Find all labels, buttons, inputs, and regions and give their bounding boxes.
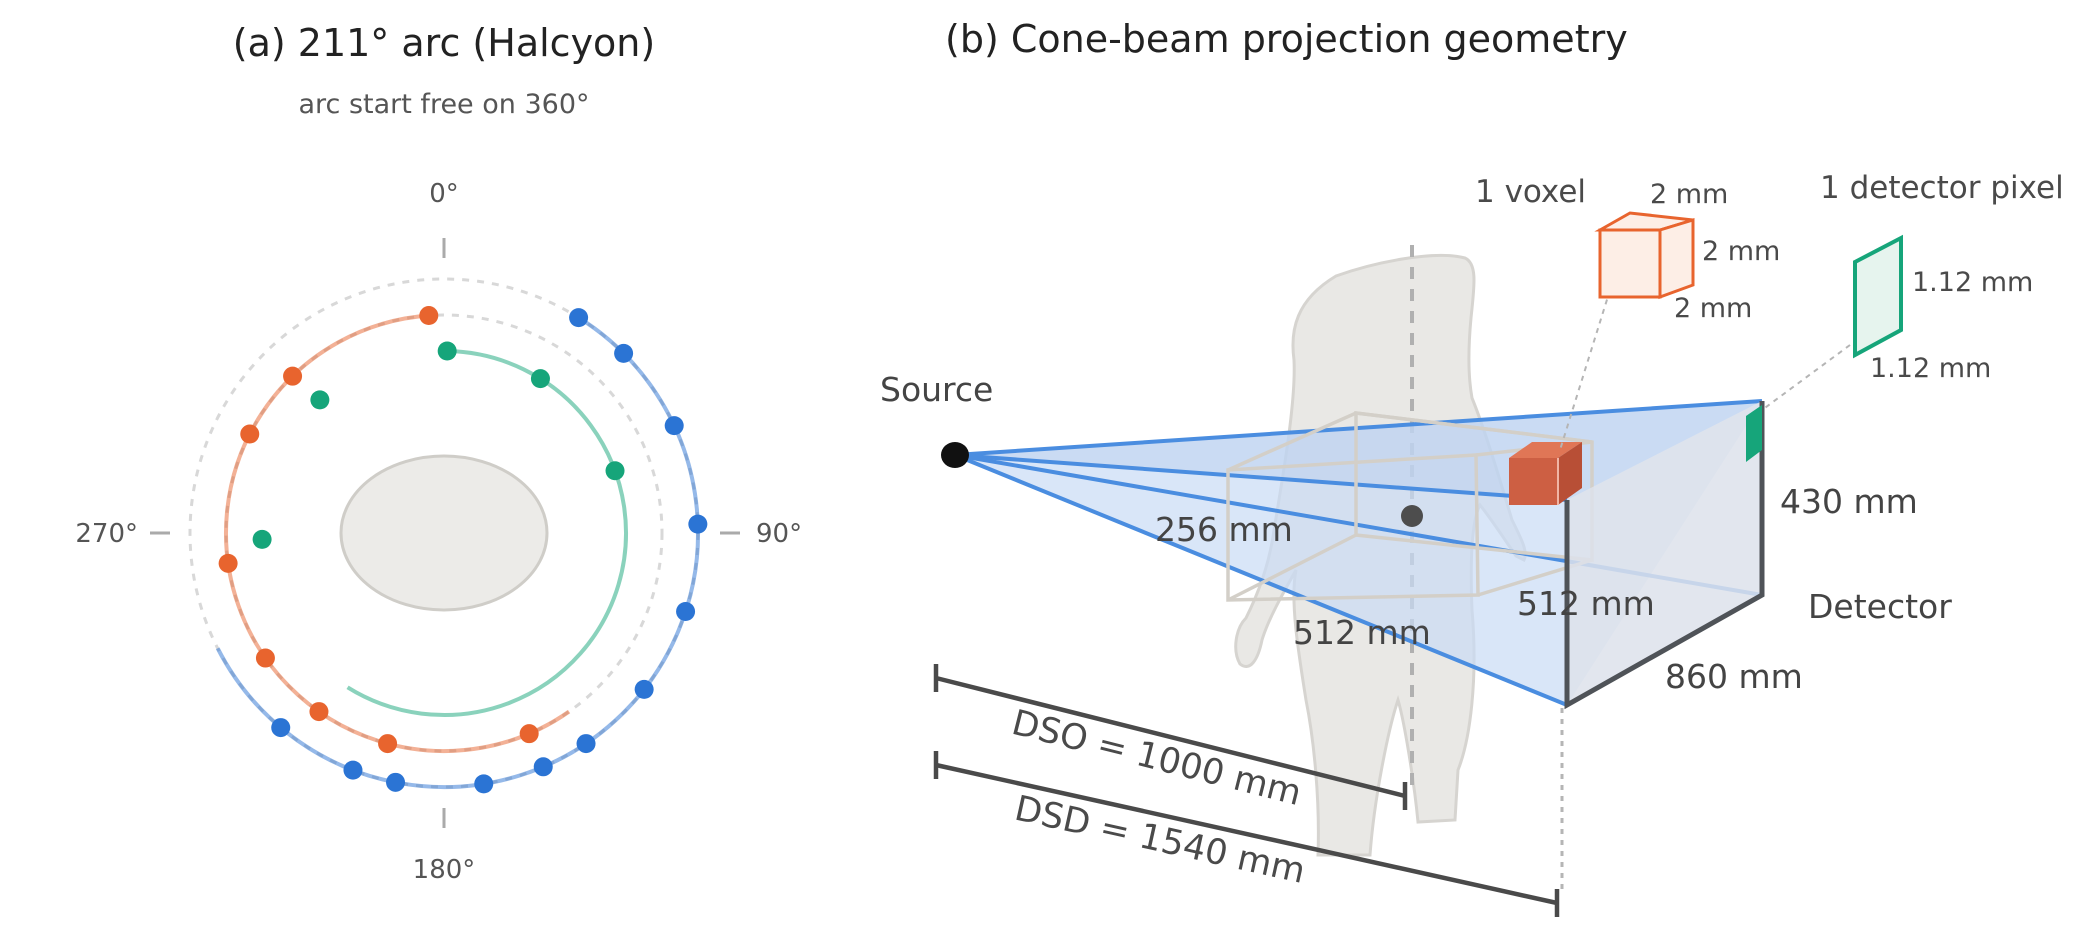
- orange-gantry-point: [419, 306, 439, 326]
- voxel-dim-height: 2 mm: [1702, 236, 1780, 267]
- voxel-cube-side: [1558, 442, 1582, 505]
- panel-b-title: (b) Cone-beam projection geometry: [945, 17, 1628, 61]
- blue-gantry-point: [676, 601, 696, 621]
- angle-label-90: 90°: [756, 519, 802, 549]
- dso-line: [935, 675, 1406, 799]
- blue-gantry-point: [664, 416, 684, 436]
- panel-a: (a) 211° arc (Halcyon) arc start free on…: [75, 21, 802, 885]
- voxel-dim-width: 2 mm: [1674, 293, 1752, 324]
- beam-ray-bottom: [954, 453, 1568, 707]
- pixel-dim-width: 1.12 mm: [1870, 353, 1991, 384]
- orange-trajectory-arc: [224, 313, 571, 753]
- blue-gantry-point: [688, 514, 708, 534]
- angle-label-180: 180°: [413, 855, 476, 885]
- beam-ray-top: [954, 399, 1763, 457]
- blue-gantry-point: [576, 734, 596, 754]
- green-gantry-point: [437, 341, 457, 361]
- dsd-dimension-bar: [933, 751, 1560, 917]
- detector-dim-height: 430 mm: [1780, 482, 1918, 521]
- blue-gantry-point: [569, 308, 589, 328]
- trajectory-arcs: [215, 306, 708, 794]
- panel-a-title: (a) 211° arc (Halcyon): [233, 21, 655, 65]
- panel-a-subtitle: arc start free on 360°: [298, 89, 589, 120]
- blue-gantry-point: [343, 760, 363, 780]
- orange-gantry-point: [255, 648, 275, 668]
- guide-circle-inner: [224, 313, 664, 753]
- blue-gantry-point: [271, 718, 291, 738]
- detector-label: Detector: [1808, 587, 1952, 626]
- voxel-label: 1 voxel: [1475, 174, 1586, 210]
- volume-edge: [1227, 533, 1357, 602]
- voxel-inset-front: [1598, 228, 1662, 299]
- dso-dimension-bar: [933, 664, 1408, 810]
- volume-dim-length: 512 mm: [1517, 584, 1655, 623]
- detector-pixel-inset: [1853, 234, 1903, 359]
- detector-dim-width: 860 mm: [1665, 657, 1803, 696]
- green-gantry-point: [310, 390, 330, 410]
- orange-gantry-point: [283, 366, 303, 386]
- patient-phantom-ellipse: [339, 454, 549, 612]
- volume-dim-depth: 256 mm: [1155, 510, 1293, 549]
- blue-gantry-point: [634, 679, 654, 699]
- pixel-label: 1 detector pixel: [1820, 170, 2064, 206]
- pixel-leader-line: [1761, 344, 1851, 411]
- source-label: Source: [880, 370, 993, 409]
- orange-gantry-point: [378, 734, 398, 754]
- blue-gantry-point: [474, 774, 494, 794]
- green-gantry-point: [252, 529, 272, 549]
- orange-gantry-point: [218, 553, 238, 573]
- detector-face: [1567, 401, 1762, 705]
- angle-label-0: 0°: [429, 179, 459, 209]
- green-gantry-point: [530, 369, 550, 389]
- voxel-in-volume: [1509, 442, 1582, 505]
- beam-ray-upper: [954, 453, 1568, 502]
- voxel-cube-front: [1509, 458, 1558, 505]
- green-gantry-point: [605, 461, 625, 481]
- voxel-inset-cube: [1594, 211, 1695, 300]
- voxel-leader-line: [1559, 289, 1611, 451]
- voxel-inset-side: [1658, 217, 1695, 300]
- voxel-dim-depth: 2 mm: [1650, 179, 1728, 210]
- blue-gantry-point: [386, 772, 406, 792]
- orange-gantry-point: [519, 724, 539, 744]
- detector-panel: [1564, 401, 1765, 710]
- angle-ticks: [150, 238, 740, 828]
- blue-gantry-point: [614, 343, 634, 363]
- volume-dim-width: 512 mm: [1293, 613, 1431, 652]
- x-ray-source-dot: [941, 442, 969, 468]
- orange-gantry-point: [309, 702, 329, 722]
- dsd-line: [935, 762, 1558, 906]
- pixel-dim-height: 1.12 mm: [1912, 267, 2033, 298]
- isocenter-dot: [1401, 505, 1423, 527]
- angle-label-270: 270°: [75, 519, 138, 549]
- voxel-cube-top: [1509, 442, 1582, 458]
- blue-gantry-point: [533, 757, 553, 777]
- detector-edges: [1564, 401, 1765, 710]
- panel-b: (b) Cone-beam projection geometry: [880, 17, 2064, 917]
- detector-pixel-on-panel: [1746, 405, 1762, 462]
- orange-gantry-point: [240, 424, 260, 444]
